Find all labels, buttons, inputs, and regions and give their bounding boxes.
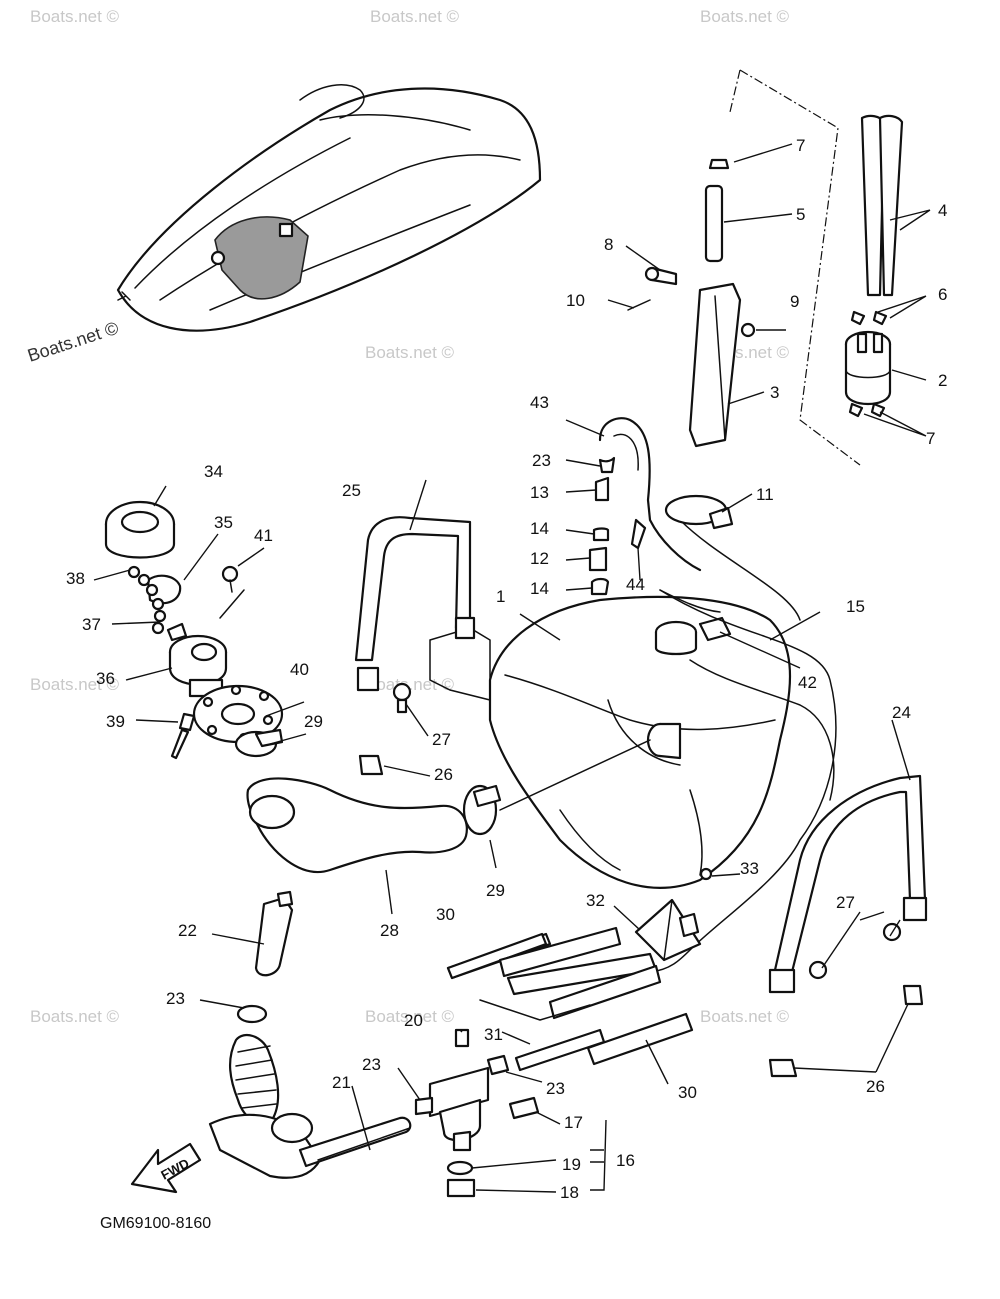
callout-25: 25 [342,481,361,500]
callout-3: 3 [770,383,779,402]
callout-14: 14 [530,519,549,538]
watermark: Boats.net © [365,675,455,694]
strap-long [649,589,837,973]
callout-29: 29 [304,712,323,731]
callout-40: 40 [290,660,309,679]
callout-17: 17 [564,1113,583,1132]
callout-30: 30 [436,905,455,924]
mat-pads [446,926,694,1066]
callout-29: 29 [486,881,505,900]
callout-1: 1 [496,587,505,606]
callout-7: 7 [926,429,935,448]
callout-12: 12 [530,549,549,568]
watermark: Boats.net © [30,675,120,694]
watermark: Boats.net © [700,1007,790,1026]
callout-6: 6 [938,285,947,304]
callout-26: 26 [866,1077,885,1096]
callout-42: 42 [798,673,817,692]
callout-23: 23 [362,1055,381,1074]
callout-5: 5 [796,205,805,224]
callout-23: 23 [532,451,551,470]
callout-22: 22 [178,921,197,940]
callout-24: 24 [892,703,911,722]
callout-23: 23 [166,989,185,1008]
watercraft-overview [116,84,542,332]
callout-19: 19 [562,1155,581,1174]
sender-unit [627,69,904,466]
watermark: Boats.net © [370,7,460,26]
breather-hose [588,417,702,596]
callout-13: 13 [530,483,549,502]
callout-10: 10 [566,291,585,310]
callout-43: 43 [530,393,549,412]
callout-11: 11 [756,485,774,504]
callout-8: 8 [604,235,613,254]
callout-18: 18 [560,1183,579,1202]
callout-27: 27 [836,893,855,912]
callout-35: 35 [214,513,233,532]
callout-2: 2 [938,371,947,390]
tank-bracket [634,867,713,962]
callout-27: 27 [432,730,451,749]
callout-14: 14 [530,579,549,598]
strap-bracket-24 [768,774,928,1078]
fuel-filter [414,1028,606,1198]
watermark: Boats.net © [700,7,790,26]
callout-30: 30 [678,1083,697,1102]
callout-31: 31 [484,1025,503,1044]
callout-33: 33 [740,859,759,878]
callout-36: 36 [96,669,115,688]
callout-41: 41 [254,526,273,545]
callout-9: 9 [790,292,799,311]
fwd-arrow: FWD [130,1142,202,1194]
callouts: 7 5 4 8 6 10 9 2 3 43 7 23 34 25 13 11 3… [66,136,947,1202]
callout-34: 34 [204,462,223,481]
callout-37: 37 [82,615,101,634]
callout-39: 39 [106,712,125,731]
pickup-assembly [208,890,412,1179]
callout-4: 4 [938,201,947,220]
watermark: Boats.net © [30,7,120,26]
filler-neck [104,500,284,760]
watermark-main: Boats.net © [25,318,121,366]
callout-32: 32 [586,891,605,910]
strap-bracket-25 [354,516,476,776]
watermark: Boats.net © [30,1007,120,1026]
callout-16: 16 [616,1151,635,1170]
callout-21: 21 [332,1073,351,1092]
callout-44: 44 [626,575,645,594]
callout-15: 15 [846,597,865,616]
callout-23: 23 [546,1079,565,1098]
callout-28: 28 [380,921,399,940]
fuel-tank [429,519,835,889]
filler-hose [246,739,651,873]
watermark: Boats.net © [365,1007,455,1026]
watermark: Boats.net © [365,343,455,362]
callout-26: 26 [434,765,453,784]
leader-lines [93,143,931,1193]
callout-7: 7 [796,136,805,155]
callout-20: 20 [404,1011,423,1030]
diagram-code: GM69100-8160 [100,1215,211,1232]
tank-band-strap [664,494,734,530]
callout-38: 38 [66,569,85,588]
